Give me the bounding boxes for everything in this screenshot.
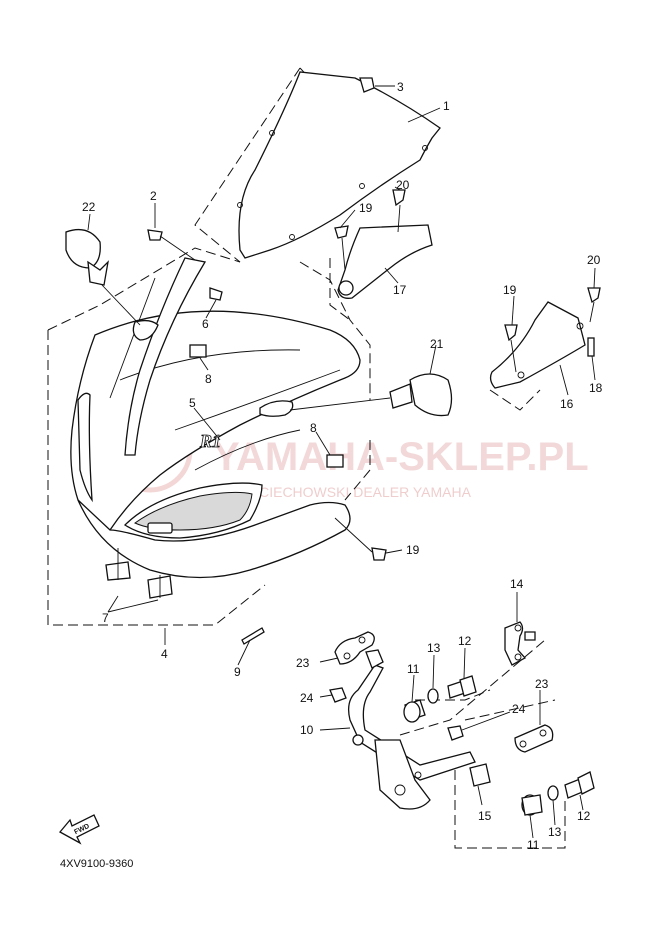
bracket-23-lower[interactable] (514, 724, 554, 753)
nut-24-right[interactable] (447, 725, 464, 741)
clip-18[interactable] (587, 337, 595, 357)
callouts: 1 2 3 4 5 6 7 8 8 9 10 11 11 12 12 13 13… (82, 80, 603, 852)
watermark-subtitle: WOJCIECHOWSKI DEALER YAMAHA (228, 484, 472, 500)
nut-15[interactable] (469, 763, 491, 787)
watermark: YAMAHA-SKLEP.PL WOJCIECHOWSKI DEALER YAM… (107, 407, 589, 500)
callout-2: 2 (150, 189, 157, 203)
screw-2[interactable] (147, 229, 196, 261)
callout-3: 3 (397, 80, 404, 94)
damper-11-upper[interactable] (403, 699, 426, 723)
callout-10: 10 (300, 723, 314, 737)
callout-15: 15 (478, 809, 492, 823)
callout-1: 1 (443, 99, 450, 113)
callout-19-lower: 19 (406, 543, 420, 557)
callout-8-lower: 8 (310, 421, 317, 435)
bracket-14[interactable] (504, 621, 536, 666)
callout-5: 5 (189, 396, 196, 410)
callout-13-upper: 13 (427, 641, 441, 655)
callout-24-right: 24 (512, 702, 526, 716)
mirror-right[interactable] (389, 373, 453, 417)
callout-19-side: 19 (503, 283, 517, 297)
callout-6: 6 (202, 317, 209, 331)
screw-19-lower[interactable] (334, 517, 387, 561)
washer-13-upper[interactable] (427, 688, 439, 704)
cowling-duct (124, 257, 207, 456)
callout-8-upper: 8 (205, 372, 212, 386)
callout-4: 4 (161, 647, 168, 661)
callout-22: 22 (82, 200, 96, 214)
bolt-12-lower[interactable] (564, 771, 595, 799)
model-badge: R1 (199, 431, 221, 451)
callout-14: 14 (510, 577, 524, 591)
callout-7: 7 (102, 611, 109, 625)
damper-11-lower[interactable] (521, 794, 543, 816)
nut-8-upper[interactable] (189, 344, 207, 358)
mirror-left[interactable] (65, 228, 109, 286)
screw-20-side[interactable] (587, 287, 601, 323)
screen-clip[interactable] (359, 77, 395, 93)
watermark-title: YAMAHA-SKLEP.PL (213, 435, 589, 479)
washer-13-lower[interactable] (547, 785, 559, 801)
diagram-code: 4XV9100-9360 (60, 858, 133, 870)
callout-18: 18 (589, 381, 603, 395)
bolt-12-upper[interactable] (447, 675, 477, 699)
callout-12-upper: 12 (458, 634, 472, 648)
callout-11-upper: 11 (407, 662, 420, 676)
bracket-23-upper[interactable] (334, 631, 375, 665)
callout-20-top: 20 (396, 178, 410, 192)
strip-9[interactable] (241, 627, 265, 645)
leader-lines (87, 107, 596, 839)
callout-12-lower: 12 (577, 809, 591, 823)
nut-24-left[interactable] (329, 687, 347, 703)
fwd-arrow: FWD (58, 814, 100, 845)
callout-23-lower: 23 (535, 677, 549, 691)
nut-6[interactable] (209, 287, 223, 301)
side-panel[interactable] (489, 301, 586, 389)
callout-19-top: 19 (359, 201, 373, 215)
upper-cowling[interactable]: R1 (47, 247, 371, 626)
windscreen[interactable] (194, 67, 441, 263)
screw-19-top[interactable] (334, 225, 349, 271)
cowling-stay[interactable] (347, 649, 476, 810)
callout-21: 21 (430, 337, 444, 351)
callout-20-side: 20 (587, 253, 601, 267)
callout-11-lower: 11 (527, 838, 540, 852)
callout-24-left: 24 (300, 691, 314, 705)
callout-9: 9 (234, 665, 241, 679)
callout-13-lower: 13 (548, 825, 562, 839)
callout-16: 16 (560, 397, 574, 411)
inner-panel-right[interactable] (337, 224, 433, 299)
nut-8-lower[interactable] (326, 454, 344, 468)
screw-19-side[interactable] (504, 324, 518, 373)
callout-17: 17 (393, 283, 407, 297)
screw-20-top[interactable] (392, 189, 406, 233)
callout-23-upper: 23 (296, 656, 310, 670)
